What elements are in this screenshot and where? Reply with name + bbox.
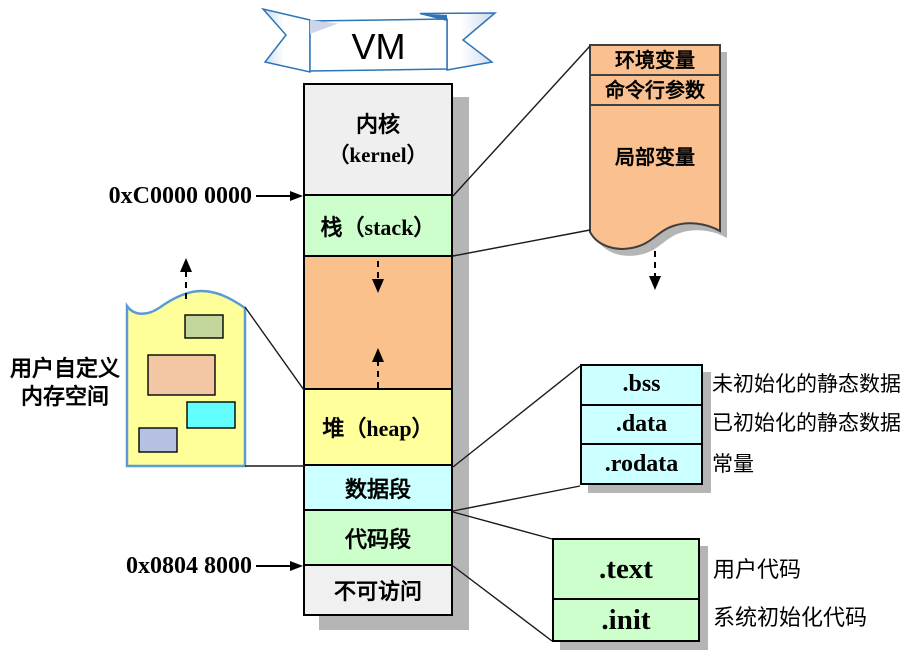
cloud-block-green	[184, 314, 224, 339]
line-stack-to-detail-top	[452, 45, 591, 197]
kernel-label-en: （kernel）	[328, 142, 428, 167]
code-segment-label: 代码段	[344, 526, 411, 552]
cloud-grow-up-arrow	[180, 258, 192, 299]
stack-label: 栈（stack）	[320, 214, 436, 240]
line-cloud-to-heap-top	[244, 306, 305, 391]
cloud-block-orange	[147, 354, 216, 396]
cloud-label: 用户自定义 内存空间	[2, 355, 128, 411]
line-codeseg-to-init	[452, 565, 553, 642]
segment-stack: 栈（stack）	[305, 196, 451, 257]
address-arrows	[256, 191, 303, 571]
banner-center	[309, 18, 448, 72]
no-access-label: 不可访问	[333, 579, 422, 604]
data-desc: 已初始化的静态数据	[712, 412, 901, 435]
stack-detail-box	[589, 44, 721, 250]
segment-kernel: 内核 （kernel）	[305, 85, 451, 196]
cloud-label-line2: 内存空间	[20, 384, 109, 409]
banner-title: VM	[351, 26, 406, 67]
segment-no-access: 不可访问	[305, 566, 451, 614]
line-dataseg-to-rodata	[452, 485, 581, 512]
data-detail-box: .bss .data .rodata	[580, 364, 703, 485]
stack-detail-row-args: 命令行参数	[605, 80, 705, 102]
data-segment-label: 数据段	[344, 476, 411, 502]
stack-grow-down-arrow	[649, 251, 661, 290]
address-kernel-boundary: 0xC0000 0000	[108, 183, 252, 209]
data-row: .data	[582, 406, 701, 446]
cloud-label-line1: 用户自定义	[9, 356, 120, 381]
text-desc: 用户代码	[713, 557, 802, 582]
cloud-block-lavender	[138, 427, 178, 453]
banner-left-fold	[310, 20, 338, 34]
segment-code: 代码段	[305, 511, 451, 566]
vm-banner	[260, 7, 498, 73]
code-detail-box: .text .init	[552, 538, 700, 642]
heap-label: 堆（heap）	[322, 416, 434, 441]
connector-lines	[244, 45, 591, 642]
rodata-row: .rodata	[604, 450, 679, 477]
text-row: .text	[554, 540, 698, 600]
rodata-desc: 常量	[712, 453, 754, 476]
bss-row: .bss	[582, 366, 701, 406]
banner-right-fold	[419, 13, 447, 21]
cloud-block-cyan	[186, 401, 236, 429]
stack-detail-row-locals: 局部变量	[615, 147, 695, 169]
init-desc: 系统初始化代码	[713, 605, 868, 630]
stack-detail-row-env: 环境变量	[615, 50, 695, 72]
line-dataseg-to-bss	[452, 365, 581, 468]
line-stack-to-detail-bottom	[452, 229, 591, 257]
kernel-label-cn: 内核	[355, 111, 400, 137]
bss-desc: 未初始化的静态数据	[712, 373, 901, 396]
heap-growth-arrow	[372, 348, 384, 388]
init-row: .init	[601, 603, 651, 636]
memory-column: 内核 （kernel） 栈（stack） 堆（heap） 数据段 代码段 不可访…	[303, 83, 453, 616]
segment-heap: 堆（heap）	[305, 390, 451, 466]
stack-growth-arrow	[372, 261, 384, 293]
segment-data: 数据段	[305, 466, 451, 511]
line-codeseg-to-text	[452, 511, 553, 540]
address-code-start: 0x0804 8000	[126, 553, 252, 579]
